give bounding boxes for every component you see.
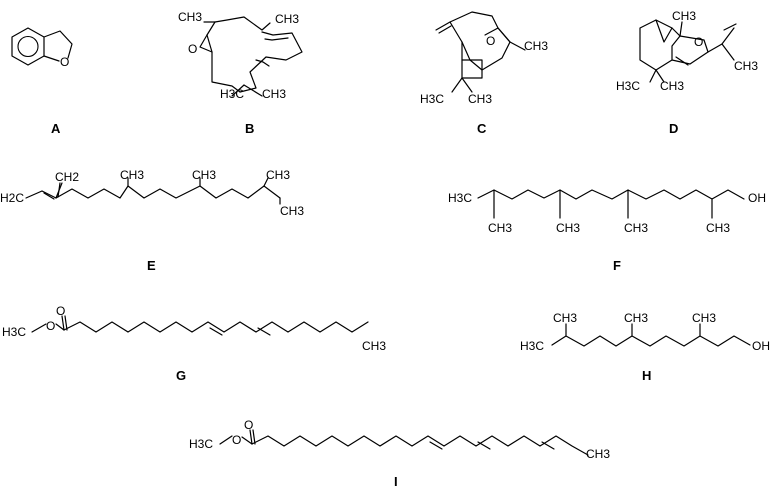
structure-g: H3C O O CH3 G — [2, 304, 386, 383]
atom-o-g1: O — [46, 319, 55, 333]
atom-ch3-e1: CH3 — [120, 168, 144, 182]
structure-f: H3C CH3 CH3 CH3 CH3 OH F — [448, 189, 766, 273]
atom-ch3-h3: CH3 — [692, 311, 716, 325]
structure-i: H3C O O CH3 I — [189, 418, 610, 488]
atom-ch3-h2: CH3 — [624, 311, 648, 325]
atom-ch3-f3: CH3 — [624, 221, 648, 235]
atom-ch3-f4: CH3 — [706, 221, 730, 235]
atom-oh-f: OH — [748, 191, 766, 205]
atom-ch3-f2: CH3 — [556, 221, 580, 235]
atom-ch3-d3: CH3 — [660, 79, 684, 93]
atom-h3c-h: H3C — [520, 339, 544, 353]
atom-ch3-d1: CH3 — [672, 9, 696, 23]
atom-o-a: O — [60, 55, 69, 69]
atom-ch3-f1: CH3 — [488, 221, 512, 235]
label-a: A — [51, 121, 61, 136]
atom-ch3-g: CH3 — [362, 339, 386, 353]
atom-ch3-e4: CH3 — [280, 204, 304, 218]
atom-h3c-d: H3C — [616, 79, 640, 93]
structure-c: O CH3 H3C CH3 C — [420, 11, 548, 136]
atom-o-b: O — [188, 42, 197, 56]
atom-ch3-c2: CH3 — [468, 92, 492, 106]
atom-h3c-i: H3C — [189, 437, 213, 451]
atom-ch3-e3: CH3 — [266, 168, 290, 182]
atom-ch3-e2: CH3 — [192, 168, 216, 182]
atom-ch3-i: CH3 — [586, 447, 610, 461]
label-c: C — [477, 121, 487, 136]
atom-ch3-c1: CH3 — [524, 39, 548, 53]
label-e: E — [147, 258, 156, 273]
structure-b: CH3 CH3 O H3C CH3 B — [178, 10, 303, 136]
atom-ch3-b2: CH3 — [275, 12, 299, 26]
atom-h2c-e: H2C — [0, 191, 24, 205]
label-i: I — [394, 474, 398, 488]
atom-ch3-b3: CH3 — [262, 87, 286, 101]
atom-o-g2: O — [56, 304, 65, 318]
label-f: F — [613, 258, 621, 273]
atom-ch3-d2: CH3 — [734, 59, 758, 73]
atom-ch2-e: CH2 — [55, 170, 79, 184]
label-h: H — [642, 368, 651, 383]
atom-h3c-c: H3C — [420, 92, 444, 106]
atom-o-i1: O — [232, 433, 241, 447]
atom-o-d: O — [694, 35, 703, 49]
atom-o-c: O — [486, 34, 495, 48]
atom-ch3-b1: CH3 — [178, 10, 202, 24]
atom-o-i2: O — [244, 418, 253, 432]
structure-d: CH3 O CH3 H3C CH3 D — [616, 9, 758, 136]
label-b: B — [245, 121, 254, 136]
structure-h: CH3 CH3 CH3 H3C OH H — [520, 311, 770, 383]
label-d: D — [669, 121, 678, 136]
atom-h3c-f: H3C — [448, 191, 472, 205]
atom-oh-h: OH — [752, 339, 770, 353]
structure-a: O A — [11, 27, 73, 136]
atom-h3c-g: H3C — [2, 325, 26, 339]
label-g: G — [176, 368, 186, 383]
atom-h3c-b: H3C — [220, 87, 244, 101]
structure-e: H2C CH2 CH3 CH3 CH3 CH3 E — [0, 168, 304, 273]
atom-ch3-h1: CH3 — [553, 311, 577, 325]
